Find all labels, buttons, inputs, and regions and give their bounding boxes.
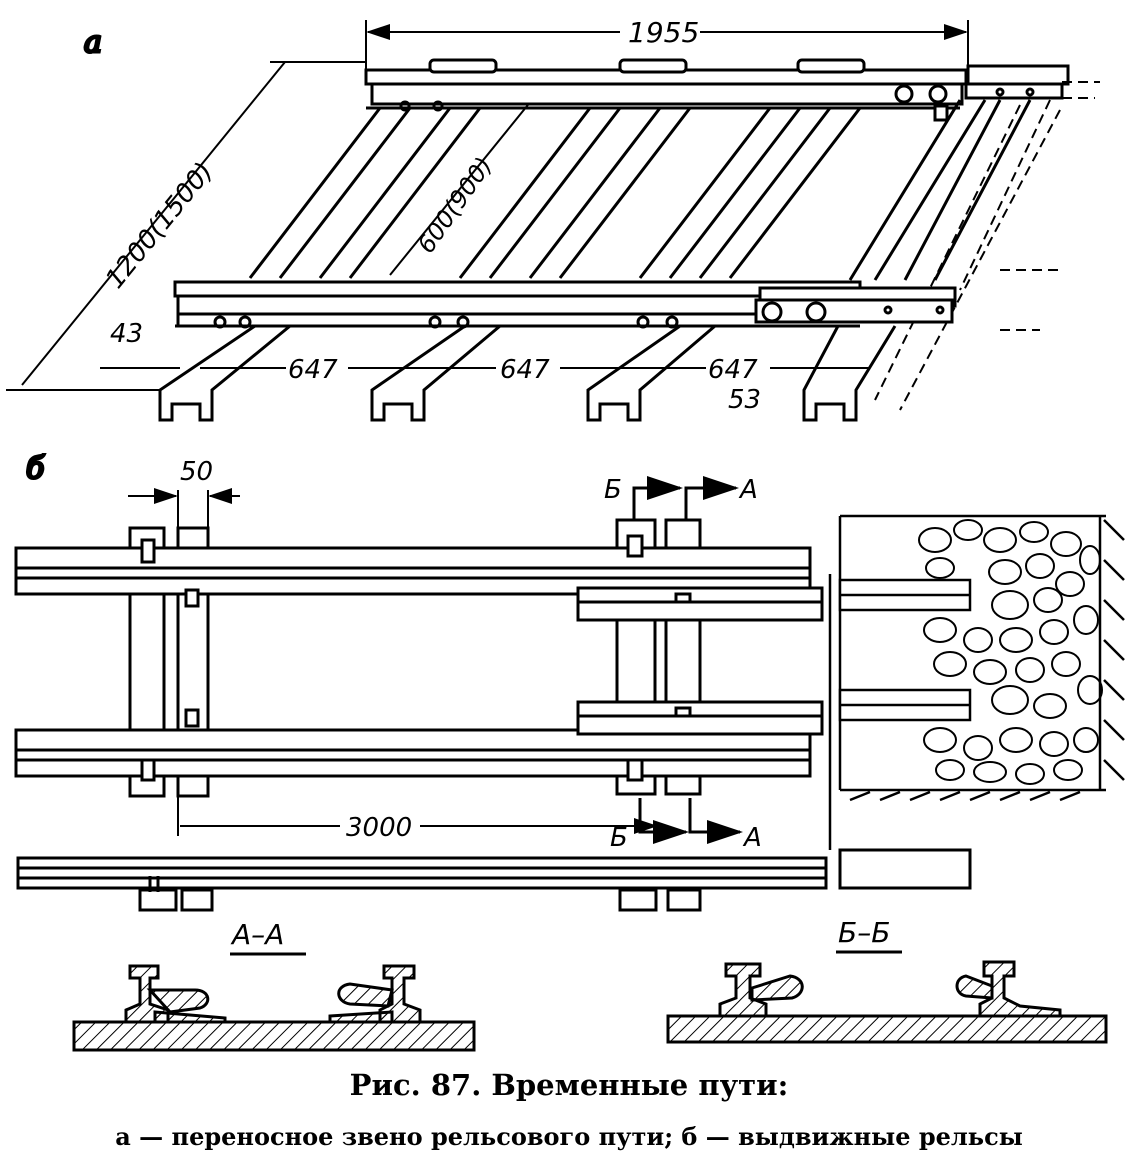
section-aa-label: А–А	[230, 918, 284, 951]
figure-caption-subtitle: а — переносное звено рельсового пути; б …	[115, 1122, 1023, 1151]
dim-1955-label: 1955	[628, 16, 699, 49]
dim-600-label: 600(900)	[412, 152, 498, 258]
dim-647-label-2: 647	[500, 355, 550, 385]
section-a-top-label: А	[738, 475, 758, 505]
rail-back	[364, 58, 968, 122]
section-b-top-label: Б	[604, 475, 622, 505]
rock-stones	[918, 519, 1103, 785]
sleepers	[248, 99, 1032, 281]
dim-50-label: 50	[180, 457, 213, 487]
dim-1200	[6, 61, 365, 391]
elevation-rail	[16, 848, 972, 912]
panel-a: a 1955 1200(1500) 600(900)	[6, 16, 1100, 422]
dim-647-label-1: 647	[288, 355, 338, 385]
dim-3000	[177, 796, 658, 836]
panel-a-label: a	[84, 25, 102, 60]
channel-sleepers	[158, 324, 897, 422]
dim-3000-label: 3000	[346, 813, 412, 843]
extension-rail-bottom	[576, 700, 824, 736]
extension-rail-top	[576, 586, 824, 622]
dim-50	[128, 488, 240, 530]
dim-647-label-3: 647	[708, 355, 758, 385]
dim-600	[389, 89, 541, 276]
rock-face	[828, 514, 1125, 850]
section-a-bottom-label: А	[742, 823, 762, 853]
sleeper-dashed	[874, 81, 1100, 411]
rail-profile-aa-right	[328, 964, 422, 1024]
dim-43-label: 43	[110, 319, 143, 349]
temporary-track-figure: a 1955 1200(1500) 600(900)	[6, 16, 1125, 1052]
rail-back-extension	[964, 64, 1070, 100]
section-b-bottom-label: Б	[610, 823, 628, 853]
rail-clips	[140, 534, 644, 782]
rail-profile-bb-left	[718, 962, 804, 1018]
rail-profile-aa-left	[124, 964, 227, 1024]
section-aa: А–А	[72, 918, 476, 1052]
rail-profile-bb-right	[955, 960, 1062, 1018]
dim-53-label: 53	[728, 385, 761, 415]
rail-front-extension	[754, 286, 957, 324]
figure-caption-title: Рис. 87. Временные пути:	[349, 1068, 789, 1102]
main-rail-bottom	[14, 728, 812, 778]
dim-1200-label: 1200(1500)	[100, 157, 219, 294]
panel-b-label: б	[26, 451, 45, 486]
section-bb: Б–Б	[666, 916, 1108, 1044]
section-bb-label: Б–Б	[838, 916, 890, 949]
dim-1955	[365, 20, 969, 72]
panel-b: б 50	[14, 450, 1125, 912]
